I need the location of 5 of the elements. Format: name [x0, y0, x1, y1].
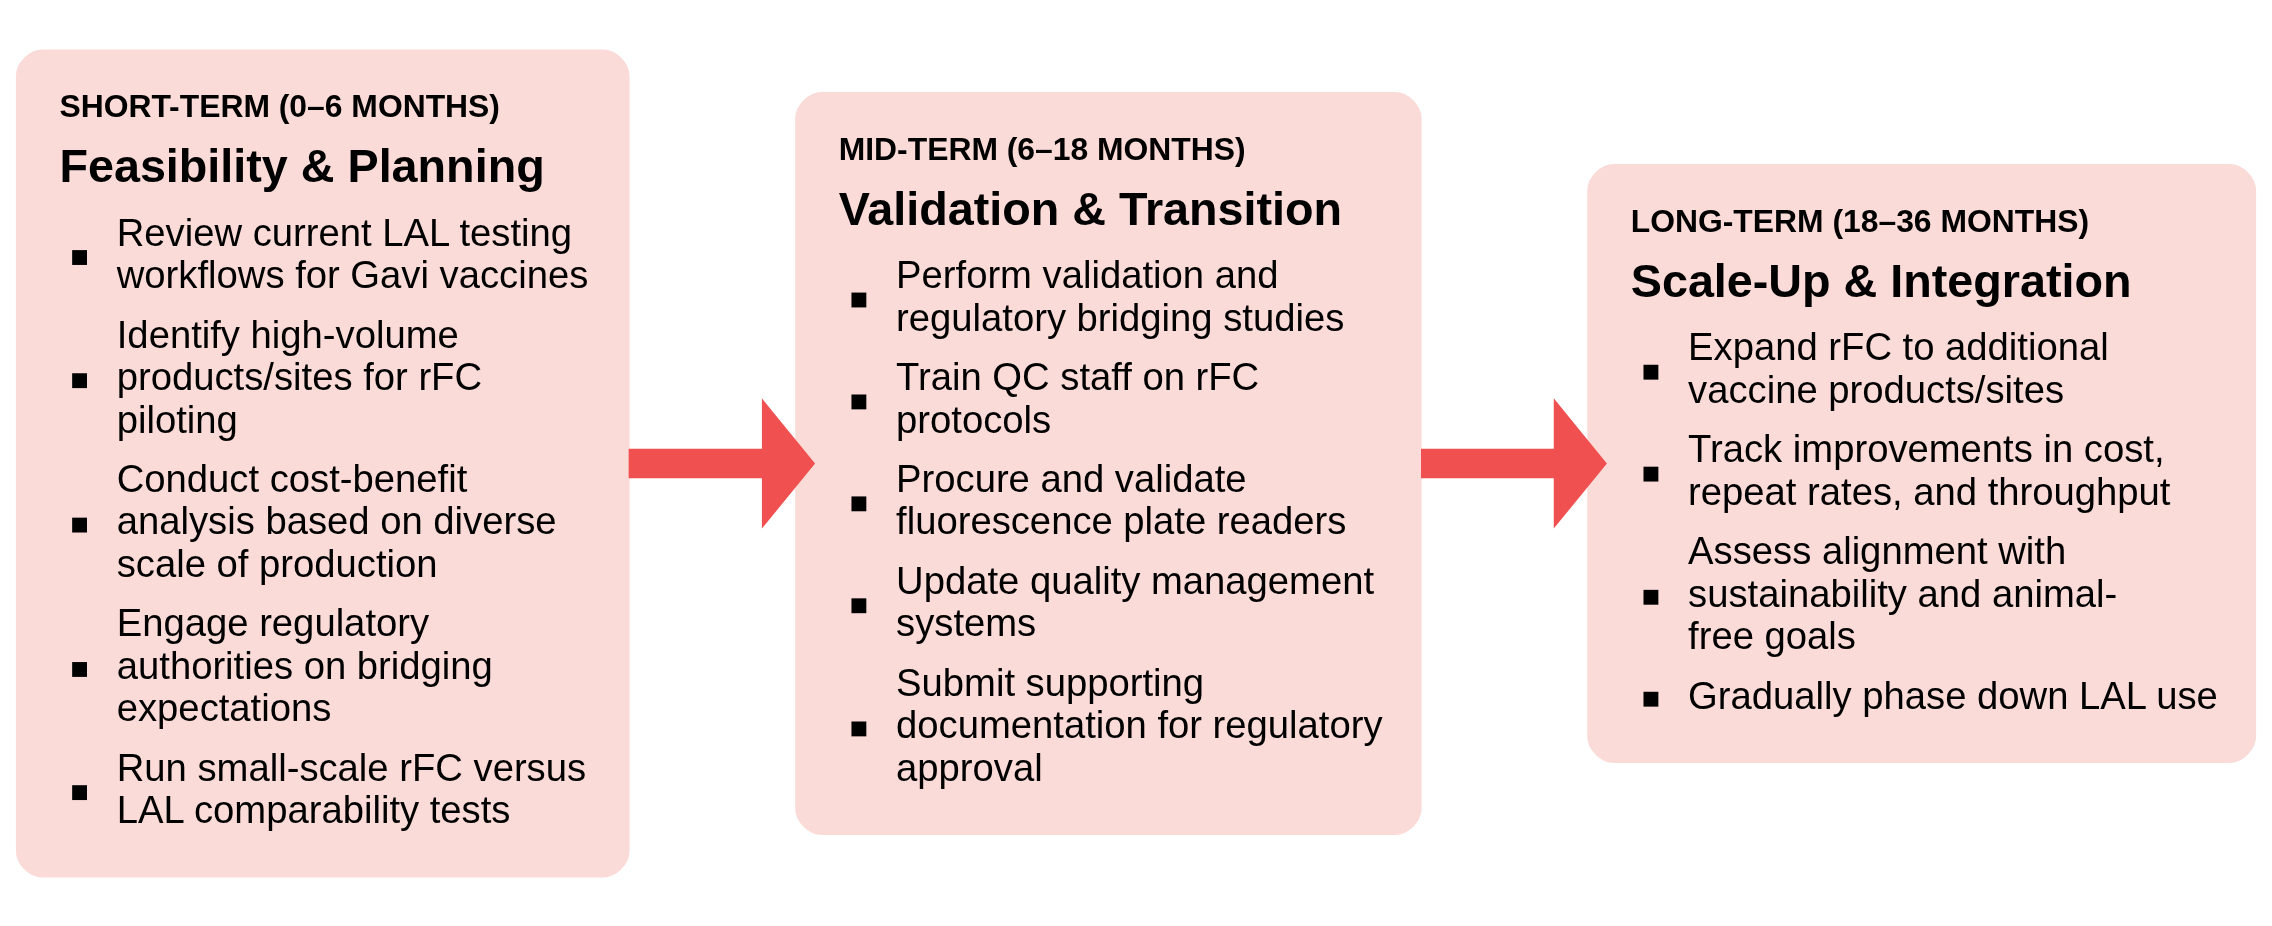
arrow — [628, 397, 816, 529]
node-box: SHORT-TERM (0–6 MONTHS) Feasibility & Planning Review current LAL testing workflows for Gavi vaccines Identify high-volume products/sites for rFC piloting Conduct cost-benefit analysis based on diverse scale of production Engage regulatory authorities on bridging expectations Run small-scale rFC versus LAL comparability tests — [15, 48, 630, 878]
node-box: MID-TERM (6–18 MONTHS) Validation & Transition Perform validation and regulatory bridging studies Train QC staff on rFC protocols Procure and validate fluorescence plate readers Update quality management systems Submit supporting documentation for regulatory approval — [795, 91, 1422, 835]
arrow — [1421, 397, 1607, 529]
node-box: LONG-TERM (18–36 MONTHS) Scale-Up & Integration Expand rFC to additional vaccine products/sites Track improvements in cost, repeat rates, and throughput Assess alignment with sustainability and animal-free goals Gradually phase down LAL use — [1587, 163, 2257, 763]
